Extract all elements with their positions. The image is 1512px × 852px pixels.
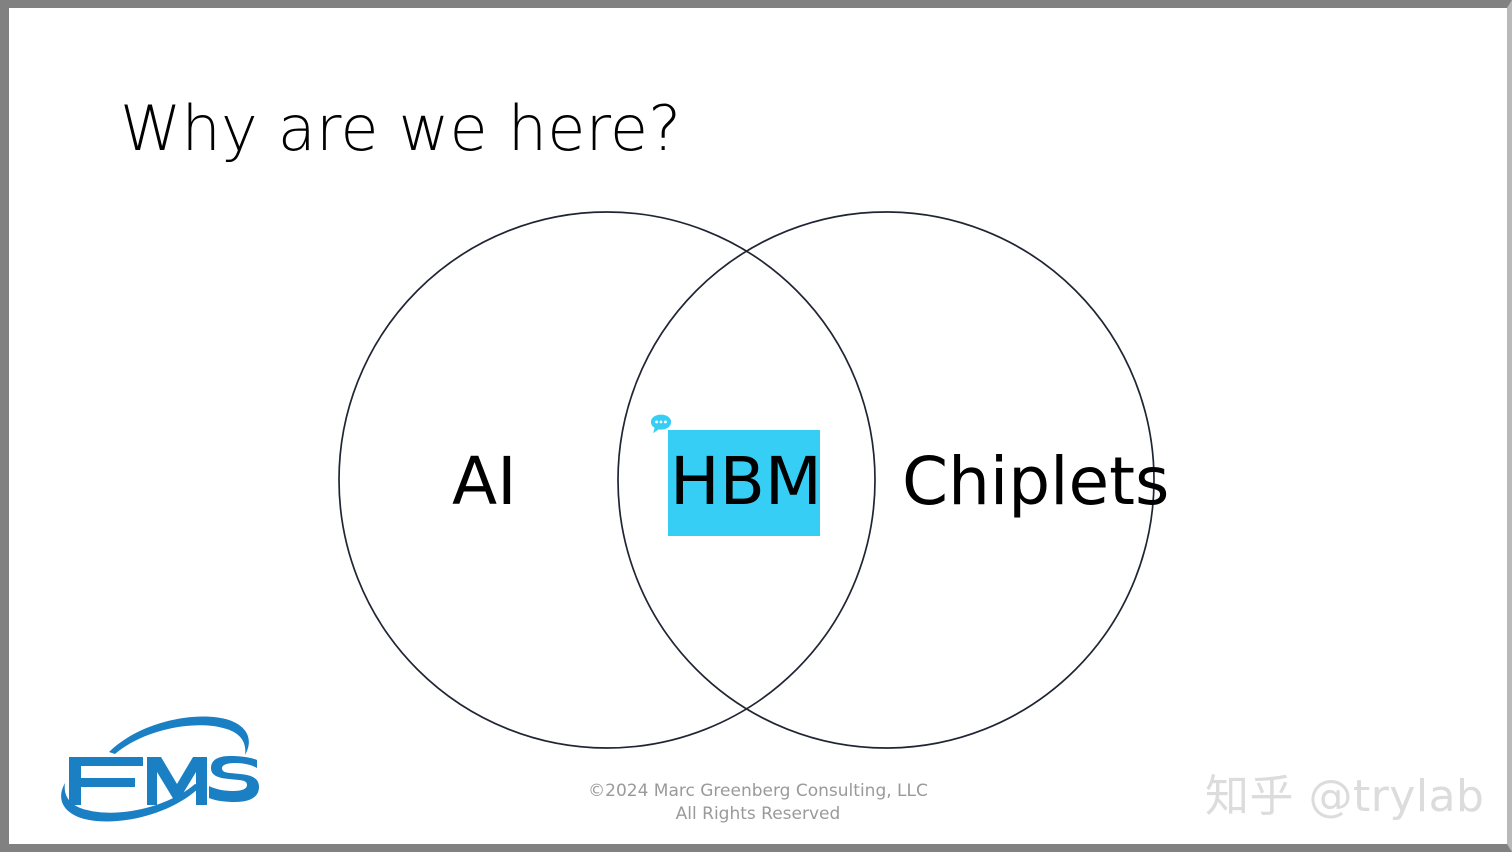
fms-letter-f <box>69 757 143 805</box>
watermark: 知乎 @trylab <box>1205 771 1485 822</box>
fms-letter-s <box>209 756 259 802</box>
fms-swoosh-top <box>109 716 249 755</box>
slide-canvas: Why are we here? AI HBM Chiplets ©2024 <box>9 8 1507 844</box>
hbm-highlight-box <box>668 430 820 536</box>
venn-label-ai: AI <box>452 443 517 520</box>
footer-rights: All Rights Reserved <box>675 804 841 825</box>
footer: ©2024 Marc Greenberg Consulting, LLC All… <box>9 780 1507 827</box>
fms-logo <box>47 708 263 828</box>
fms-letter-m <box>147 757 207 805</box>
venn-label-chiplets: Chiplets <box>902 443 1170 520</box>
page-title: Why are we here? <box>120 92 682 165</box>
fms-swoosh-bottom <box>61 783 201 822</box>
venn-label-hbm: HBM <box>670 443 822 520</box>
footer-copyright: ©2024 Marc Greenberg Consulting, LLC <box>588 781 928 801</box>
comment-bubble-icon[interactable] <box>650 414 674 435</box>
